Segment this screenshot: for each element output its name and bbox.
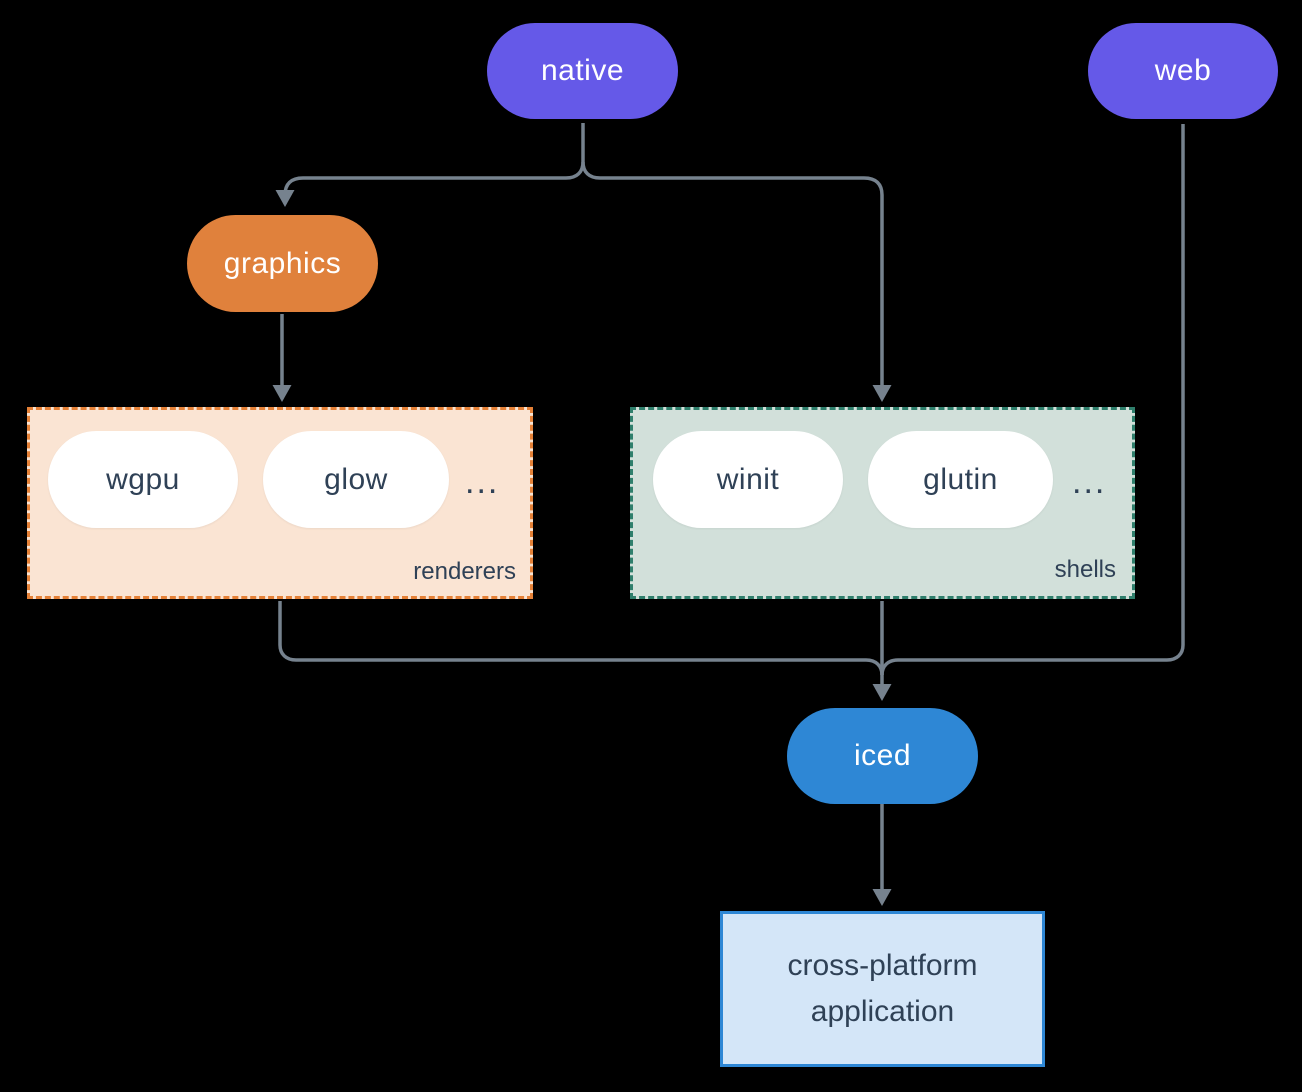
node-native: native	[487, 23, 678, 119]
group-shells: winit glutin ... shells	[630, 407, 1135, 599]
node-winit: winit	[653, 431, 843, 528]
node-native-label: native	[540, 54, 625, 87]
node-application: cross-platform application	[720, 911, 1045, 1067]
node-iced-label: iced	[853, 739, 912, 772]
shells-group-label: shells	[1054, 556, 1116, 583]
node-glow: glow	[263, 431, 449, 528]
edge-web-iced	[880, 124, 1185, 676]
edge-native-shells	[581, 161, 884, 387]
shells-ellipsis: ...	[1072, 463, 1107, 501]
renderers-group-label: renderers	[413, 558, 516, 585]
node-graphics: graphics	[187, 215, 378, 312]
node-glow-label: glow	[324, 462, 388, 496]
edge-renderers-iced	[278, 601, 884, 676]
node-glutin: glutin	[868, 431, 1053, 528]
node-wgpu: wgpu	[48, 431, 238, 528]
arrowhead-shells	[872, 385, 892, 402]
arrowhead-renderers	[272, 385, 292, 402]
node-web: web	[1088, 23, 1278, 119]
node-graphics-label: graphics	[223, 246, 342, 280]
edge-native-graphics	[283, 161, 585, 196]
node-web-label: web	[1154, 54, 1212, 87]
arrowhead-iced	[872, 684, 892, 701]
node-application-label: cross-platform application	[787, 949, 978, 1028]
node-iced: iced	[787, 708, 978, 804]
arrowhead-graphics	[275, 190, 295, 207]
node-winit-label: winit	[716, 462, 780, 496]
node-wgpu-label: wgpu	[106, 462, 180, 496]
group-renderers: wgpu glow ... renderers	[27, 407, 533, 599]
node-glutin-label: glutin	[923, 462, 998, 496]
arrowhead-application	[872, 889, 892, 906]
renderers-ellipsis: ...	[465, 463, 500, 501]
